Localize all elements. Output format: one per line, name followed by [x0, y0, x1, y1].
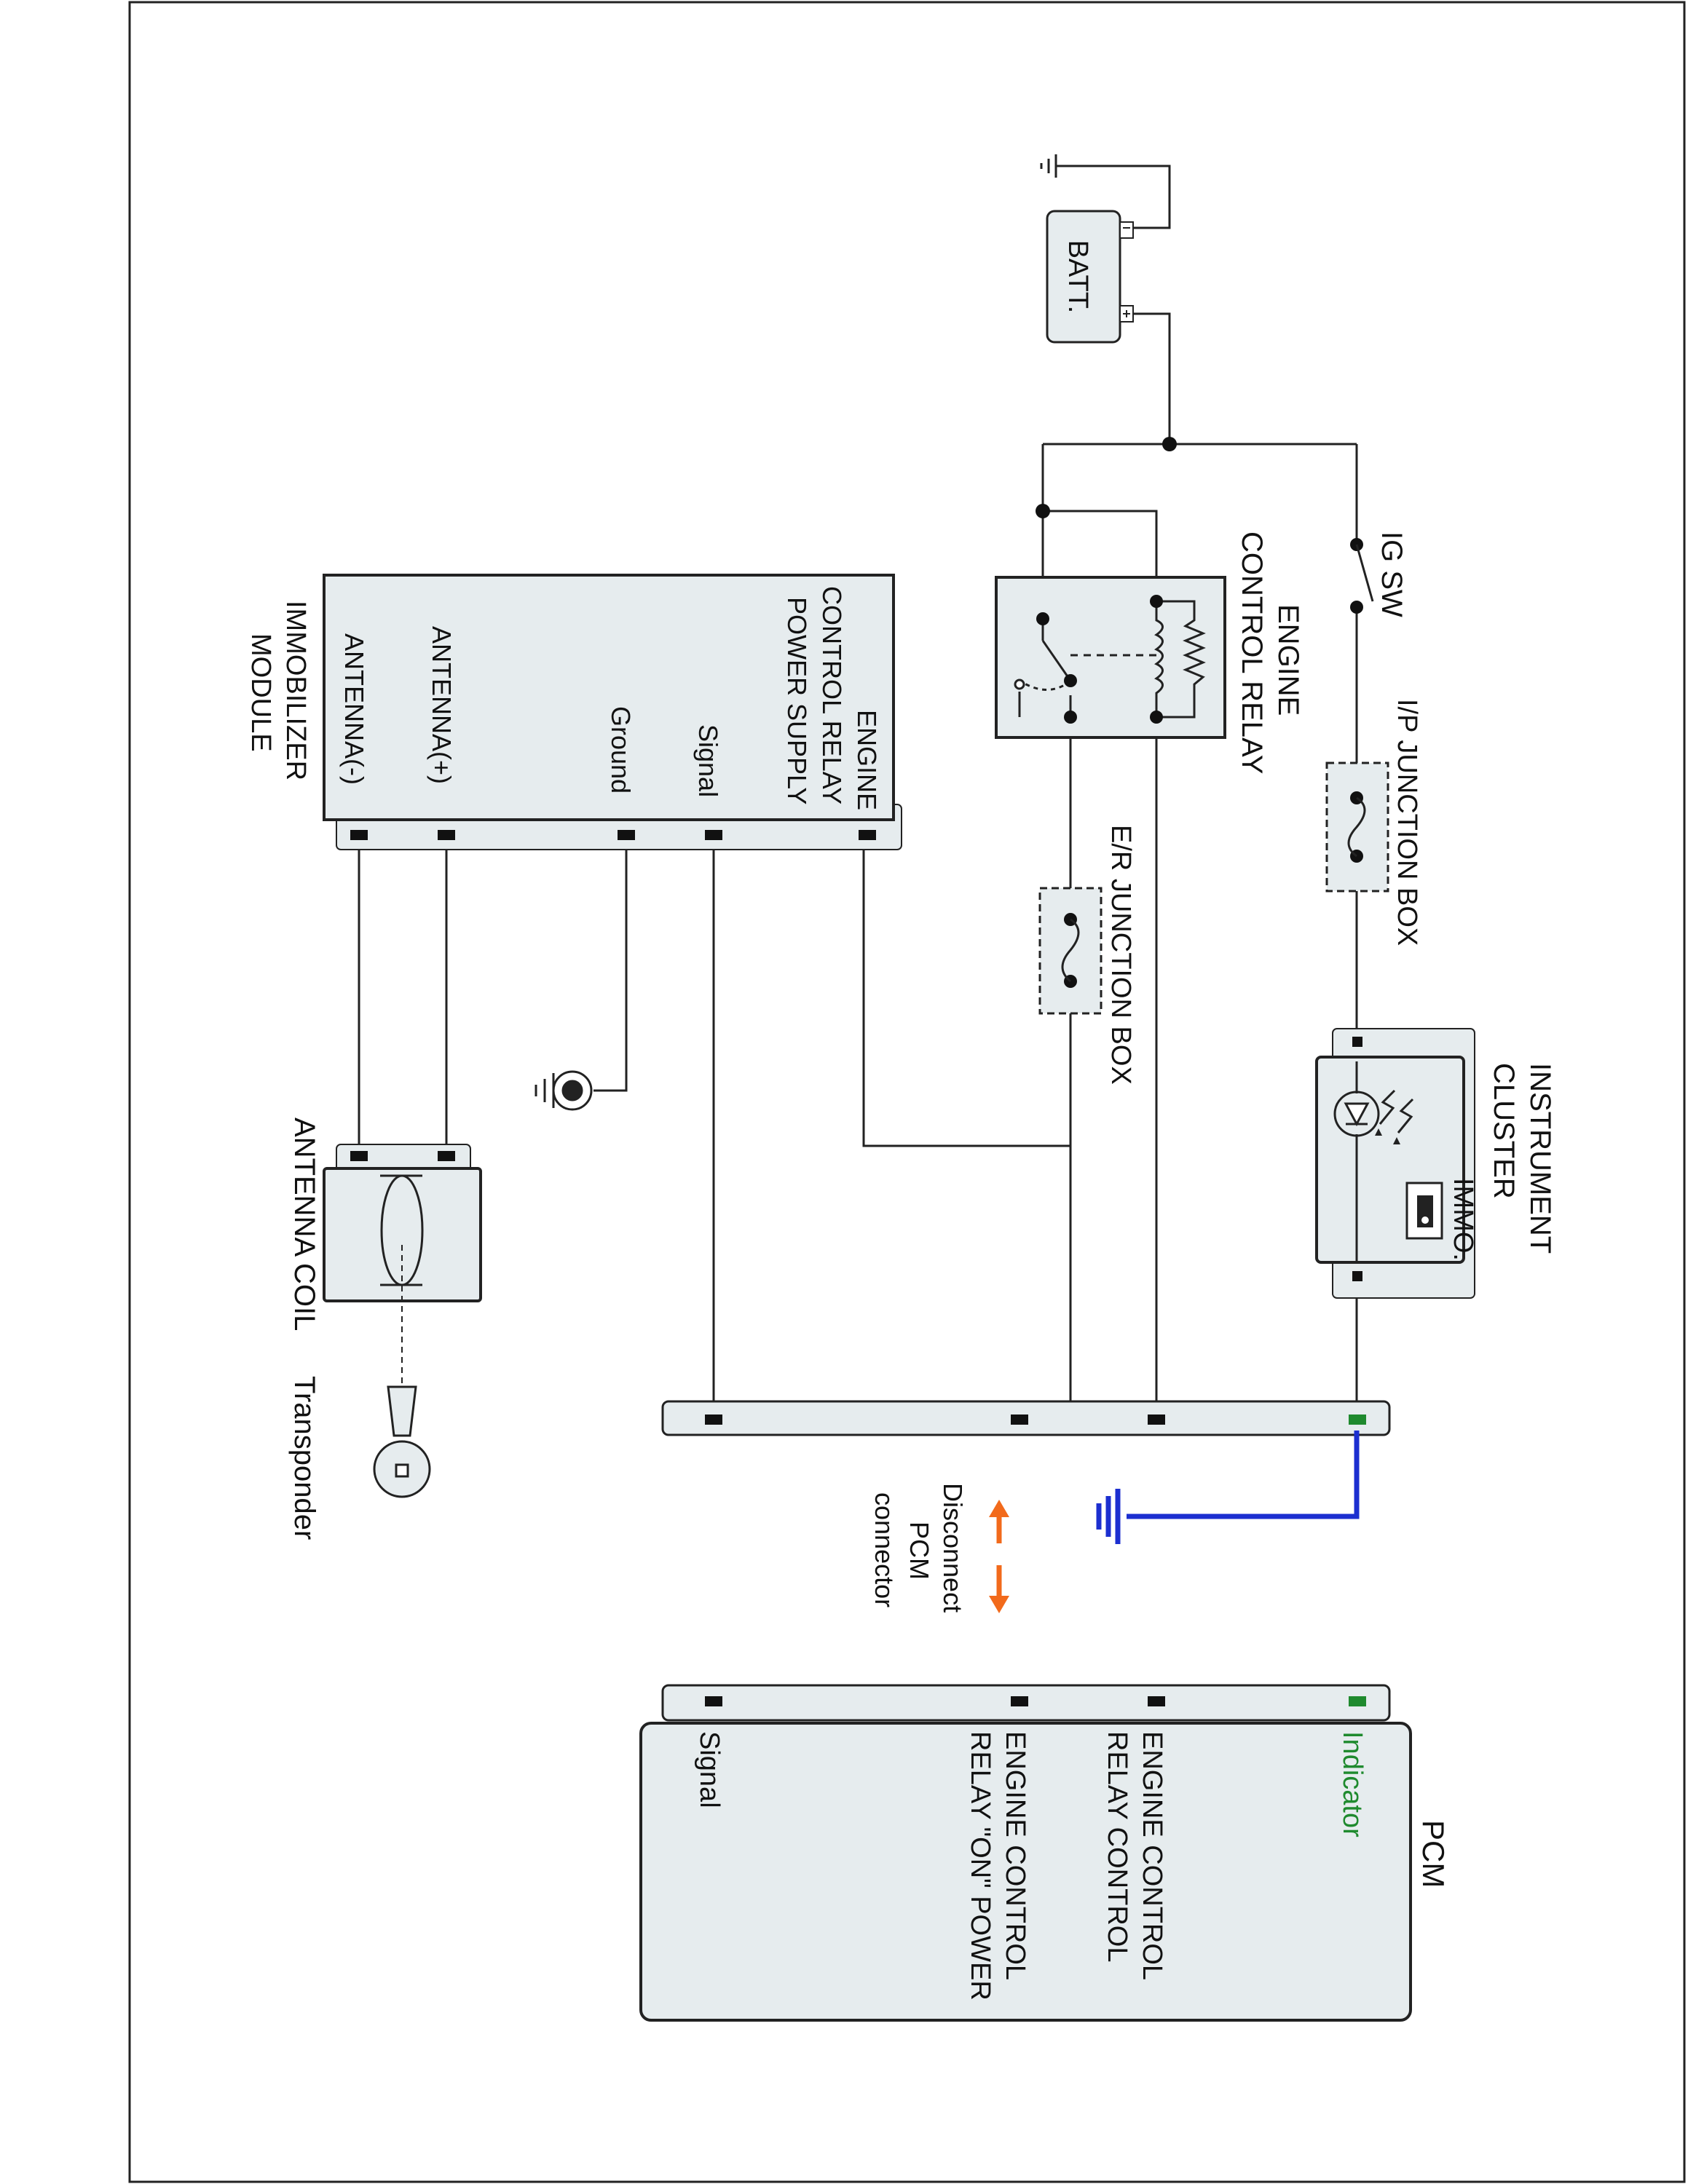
- ip-junction-box-label: I/P JUNCTION BOX: [1392, 699, 1422, 946]
- er-junction-box-label: E/R JUNCTION BOX: [1105, 825, 1136, 1085]
- battery: BATT.: [1046, 210, 1134, 344]
- immobilizer-module-title-2: MODULE: [245, 633, 276, 752]
- antenna-plus-pin-label: ANTENNA(+): [427, 626, 457, 784]
- pcm-relay-on-power-label-1: ENGINE CONTROL: [1000, 1731, 1030, 1980]
- pcm-relay-control-label-1: ENGINE CONTROL: [1137, 1731, 1167, 1980]
- pcm: Indicator ENGINE CONTROL RELAY CONTROL E…: [639, 1684, 1451, 2022]
- indicator-ground-highlight: [1096, 1431, 1360, 1544]
- ig-switch: IG SW: [1350, 531, 1408, 617]
- engine-control-relay-label-1: ENGINE: [1272, 604, 1304, 716]
- signal-pin-label: Signal: [693, 724, 723, 797]
- junction-dots: [1036, 437, 1177, 518]
- instrument-cluster: IMMO. INSTRUMENT CLUSTER: [1315, 1028, 1556, 1299]
- page-frame: [128, 1, 1686, 2183]
- immo-icon: [1405, 1182, 1443, 1240]
- antenna-coil: ANTENNA COIL: [288, 1117, 482, 1387]
- pcm-title: PCM: [1416, 1820, 1451, 1888]
- ig-sw-label: IG SW: [1376, 531, 1408, 617]
- power-supply-pin-label-3: POWER SUPPLY: [782, 597, 812, 804]
- ground-pin-label: Ground: [606, 706, 636, 794]
- ip-junction-box: I/P JUNCTION BOX: [1325, 699, 1422, 946]
- engine-control-relay: ENGINE CONTROL RELAY: [995, 531, 1304, 774]
- antenna-minus-pin-label: ANTENNA(-): [339, 633, 369, 785]
- disconnect-label-3: connector: [869, 1492, 899, 1607]
- key-icon: [373, 1385, 431, 1498]
- led-icon: [1333, 1061, 1414, 1261]
- instrument-cluster-label-1: INSTRUMENT: [1524, 1063, 1556, 1254]
- chassis-ground-icon: [535, 1070, 593, 1111]
- disconnect-label-1: Disconnect: [938, 1483, 968, 1613]
- transponder-label: Transponder: [288, 1376, 320, 1540]
- batt-label: BATT.: [1062, 240, 1093, 314]
- engine-control-relay-label-2: CONTROL RELAY: [1236, 531, 1268, 774]
- er-junction-box: E/R JUNCTION BOX: [1038, 825, 1136, 1085]
- immobilizer-module: ENGINE CONTROL RELAY POWER SUPPLY Signal…: [245, 574, 902, 850]
- power-supply-pin-label-1: ENGINE: [852, 710, 882, 810]
- immo-label: IMMO.: [1448, 1178, 1478, 1261]
- instrument-cluster-label-2: CLUSTER: [1488, 1063, 1520, 1199]
- disconnect-label-2: PCM: [904, 1522, 934, 1580]
- pcm-relay-on-power-label-2: RELAY "ON" POWER: [965, 1731, 995, 2001]
- battery-ground-icon: [1040, 154, 1057, 178]
- pcm-harness-connector: [661, 1400, 1391, 1436]
- disconnect-arrows: [989, 1500, 1009, 1613]
- pcm-signal-label: Signal: [694, 1731, 725, 1808]
- antenna-coil-label: ANTENNA COIL: [288, 1117, 320, 1331]
- pcm-indicator-label: Indicator: [1337, 1731, 1368, 1837]
- power-supply-pin-label-2: CONTROL RELAY: [817, 586, 847, 804]
- pcm-relay-control-label-2: RELAY CONTROL: [1102, 1731, 1132, 1962]
- immobilizer-module-title-1: IMMOBILIZER: [280, 601, 311, 780]
